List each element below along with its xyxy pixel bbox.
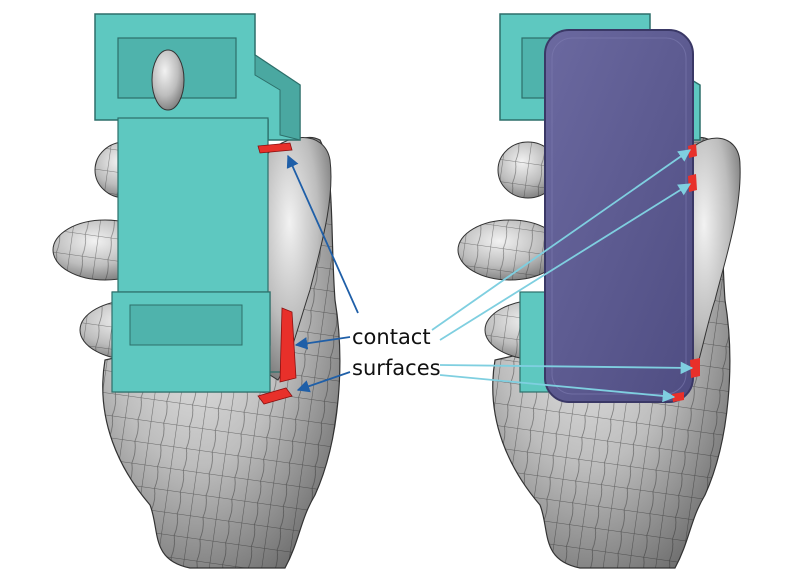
label-contact: contact bbox=[352, 325, 431, 349]
arrow-to-right-lower-contact bbox=[439, 361, 694, 375]
right-arrows bbox=[431, 149, 694, 403]
left-contact-surface-bottom bbox=[257, 387, 293, 405]
left-hand-with-holder bbox=[52, 13, 341, 569]
phone-edge-highlight bbox=[551, 37, 687, 395]
right-contact-surface-upper bbox=[688, 174, 697, 192]
phone-body bbox=[544, 29, 694, 403]
arrow-to-left-bottom-contact bbox=[296, 371, 351, 393]
arrow-to-left-top-contact bbox=[286, 154, 359, 314]
left-contact-surface-middle bbox=[279, 307, 297, 383]
right-finger-2-mesh bbox=[458, 220, 562, 280]
left-phone-holder bbox=[94, 13, 301, 393]
right-thumb bbox=[679, 137, 741, 386]
right-finger-1-mesh bbox=[498, 142, 558, 198]
arrow-to-right-top-contact bbox=[431, 149, 692, 331]
left-contact-surface-top bbox=[257, 142, 293, 154]
arrow-to-right-bottom-contact bbox=[439, 374, 676, 403]
left-peg bbox=[151, 49, 185, 111]
label-surfaces: surfaces bbox=[352, 356, 441, 380]
right-hand-with-phone bbox=[457, 13, 741, 569]
arrow-to-right-upper-contact bbox=[439, 183, 692, 341]
left-arrows bbox=[286, 154, 359, 393]
arrow-to-left-middle-contact bbox=[294, 336, 351, 350]
